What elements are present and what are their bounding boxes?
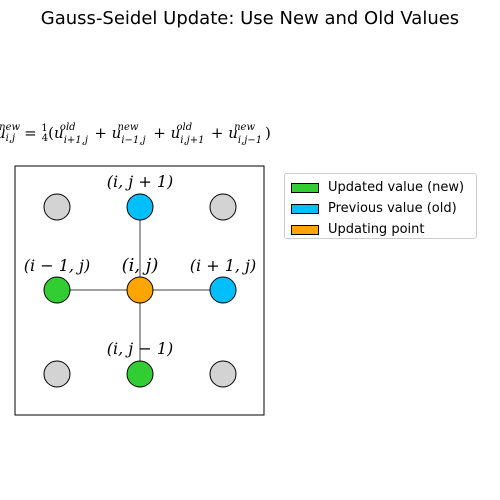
legend-item-old: Previous value (old) xyxy=(291,198,470,219)
update-formula: ui,jnew= 14(ui+1,jold + ui−1,jnew + ui,j… xyxy=(0,122,271,146)
legend-swatch-old xyxy=(291,203,319,214)
label-left: (i − 1, j) xyxy=(24,256,91,275)
label-right: (i + 1, j) xyxy=(190,256,257,275)
legend: Updated value (new) Previous value (old)… xyxy=(284,173,477,239)
node-corner-top-right xyxy=(209,193,237,221)
node-left xyxy=(43,276,71,304)
label-bottom: (i, j − 1) xyxy=(107,339,174,358)
legend-label-new: Updated value (new) xyxy=(328,180,465,195)
node-corner-top-left xyxy=(43,193,71,221)
node-bottom xyxy=(126,360,154,388)
node-right xyxy=(209,276,237,304)
page-title: Gauss-Seidel Update: Use New and Old Val… xyxy=(40,8,460,29)
legend-label-old: Previous value (old) xyxy=(328,201,457,216)
grid-frame xyxy=(14,165,265,416)
legend-label-updating: Updating point xyxy=(328,222,425,237)
node-corner-bottom-left xyxy=(43,360,71,388)
node-center xyxy=(126,276,154,304)
legend-swatch-new xyxy=(291,182,319,193)
formula-lhs: u xyxy=(0,124,6,142)
legend-item-updating: Updating point xyxy=(291,219,470,240)
label-center: (i, j) xyxy=(122,255,159,276)
label-top: (i, j + 1) xyxy=(107,172,174,191)
node-labels: (i, j + 1) (i − 1, j) (i, j) (i + 1, j) … xyxy=(24,172,257,358)
grid-nodes xyxy=(43,193,237,388)
node-corner-bottom-right xyxy=(209,360,237,388)
legend-item-new: Updated value (new) xyxy=(291,177,470,198)
node-top xyxy=(126,193,154,221)
legend-swatch-updating xyxy=(291,224,319,235)
